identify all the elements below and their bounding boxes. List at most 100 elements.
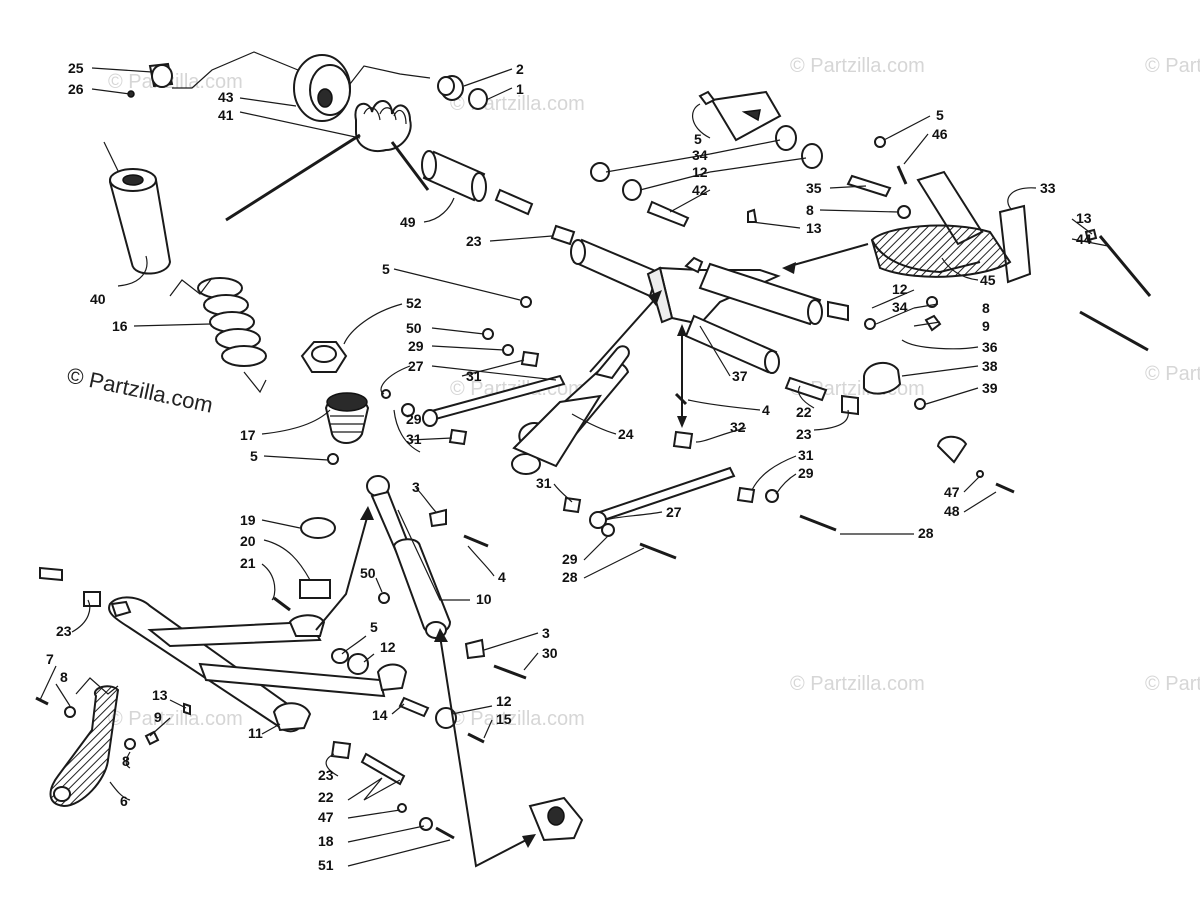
callout-28-b: 28 (562, 569, 578, 585)
callout-20: 20 (240, 533, 256, 549)
rear-arm-33 (870, 170, 1032, 284)
control-arm-27-lower (589, 466, 736, 529)
spacer-12-front (347, 653, 369, 675)
callout-49: 49 (400, 214, 416, 230)
watermark-7: © Partzilla.com (1145, 363, 1200, 385)
washer-18 (419, 817, 433, 831)
callout-21: 21 (240, 555, 256, 571)
front-arm-11 (39, 566, 408, 733)
callout-13-front: 13 (152, 687, 168, 703)
callout-30: 30 (542, 645, 558, 661)
callout-28-a: 28 (918, 525, 934, 541)
bolt-4-upper (463, 534, 489, 548)
watermark-11: © Partzilla.com (1145, 673, 1200, 695)
block-38 (863, 361, 902, 395)
callout-37: 37 (732, 368, 748, 384)
callout-9-front: 9 (154, 709, 162, 725)
washer-29-a (502, 344, 514, 356)
bolt-46 (896, 165, 908, 185)
callout-31-b: 31 (406, 431, 422, 447)
callout-39: 39 (982, 380, 998, 396)
callout-5-top: 5 (694, 131, 702, 147)
callout-29-b: 29 (406, 411, 422, 427)
callout-22-lower: 22 (318, 789, 334, 805)
spacer-12-lower (435, 707, 457, 729)
nut-5-right (874, 136, 886, 148)
callout-17: 17 (240, 427, 256, 443)
pin-35 (846, 174, 892, 198)
watermarks: © Partzilla.com © Partzilla.com © Partzi… (108, 55, 1200, 730)
callout-5-right: 5 (936, 107, 944, 123)
spacer-12-top (801, 143, 823, 169)
callout-35: 35 (806, 180, 822, 196)
shock-body-40 (103, 141, 172, 275)
callout-22-upper: 22 (796, 404, 812, 420)
callout-47-right: 47 (944, 484, 960, 500)
callout-9-right: 9 (982, 318, 990, 334)
callout-48: 48 (944, 503, 960, 519)
watermark-10: © Partzilla.com (790, 673, 925, 695)
callout-29-d: 29 (562, 551, 578, 567)
adjuster-17 (324, 392, 370, 444)
bolt-7 (35, 696, 49, 706)
bushing-12-right (827, 300, 849, 322)
nut-50-lower (378, 592, 390, 604)
watermark-3: © Partzilla.com (790, 55, 925, 77)
callout-labels: 25 26 43 41 2 1 5 34 12 42 5 46 33 35 8 … (46, 60, 1092, 873)
washer-47-lower (397, 803, 407, 813)
callout-42: 42 (692, 182, 708, 198)
ring-1 (468, 88, 488, 110)
callout-44: 44 (1076, 231, 1092, 247)
callout-23-right: 23 (796, 426, 812, 442)
nut-9-front (144, 730, 160, 746)
watermark-8: © Partzilla.com (108, 708, 243, 730)
callout-16: 16 (112, 318, 128, 334)
washer-39 (914, 398, 926, 410)
nut-small-a (381, 389, 391, 399)
callout-11: 11 (248, 725, 263, 741)
rear-shock-24 (511, 345, 630, 475)
callout-36: 36 (982, 339, 998, 355)
nut-50-upper (482, 328, 494, 340)
idler-wheel (293, 54, 351, 122)
spacer-34-top (775, 125, 797, 151)
callout-50-lower: 50 (360, 565, 376, 581)
coil-spring-16 (197, 277, 267, 367)
callout-45: 45 (980, 272, 996, 288)
watermark-4: © Partzilla.com (1145, 55, 1200, 77)
spacer-3-lower (464, 638, 486, 660)
washer-29-c (765, 489, 779, 503)
spacer-31-d (736, 486, 756, 504)
callout-5-front: 5 (370, 619, 378, 635)
callout-8-lower: 8 (122, 753, 130, 769)
spacer-31-c (562, 496, 582, 514)
mount-bracket (528, 796, 584, 842)
callout-8-right: 8 (982, 300, 990, 316)
callout-12-top: 12 (692, 164, 708, 180)
callout-52: 52 (406, 295, 422, 311)
bracket-top (710, 90, 782, 142)
callout-27-lower: 27 (666, 504, 682, 520)
callout-47-lower: 47 (318, 809, 334, 825)
nut-5-top (698, 90, 716, 106)
nipple-13-front (183, 702, 191, 716)
callout-34-right: 34 (892, 299, 908, 315)
cap-right (936, 435, 968, 464)
washer-8-top (897, 205, 911, 219)
spacer-12-left (622, 179, 642, 201)
callout-15: 15 (496, 711, 512, 727)
spacer-31-b (448, 428, 468, 446)
callout-33: 33 (1040, 180, 1056, 196)
pin-small (494, 188, 534, 216)
callout-38: 38 (982, 358, 998, 374)
pin-22-lower (360, 752, 406, 786)
callout-31-a: 31 (466, 368, 482, 384)
collar-52 (300, 341, 348, 373)
callout-6: 6 (120, 793, 128, 809)
washer-29-b (401, 403, 415, 417)
washer-8-lower (124, 738, 136, 750)
callout-13-top: 13 (806, 220, 822, 236)
bolt-36 (1079, 310, 1149, 352)
cap-19 (300, 517, 336, 539)
